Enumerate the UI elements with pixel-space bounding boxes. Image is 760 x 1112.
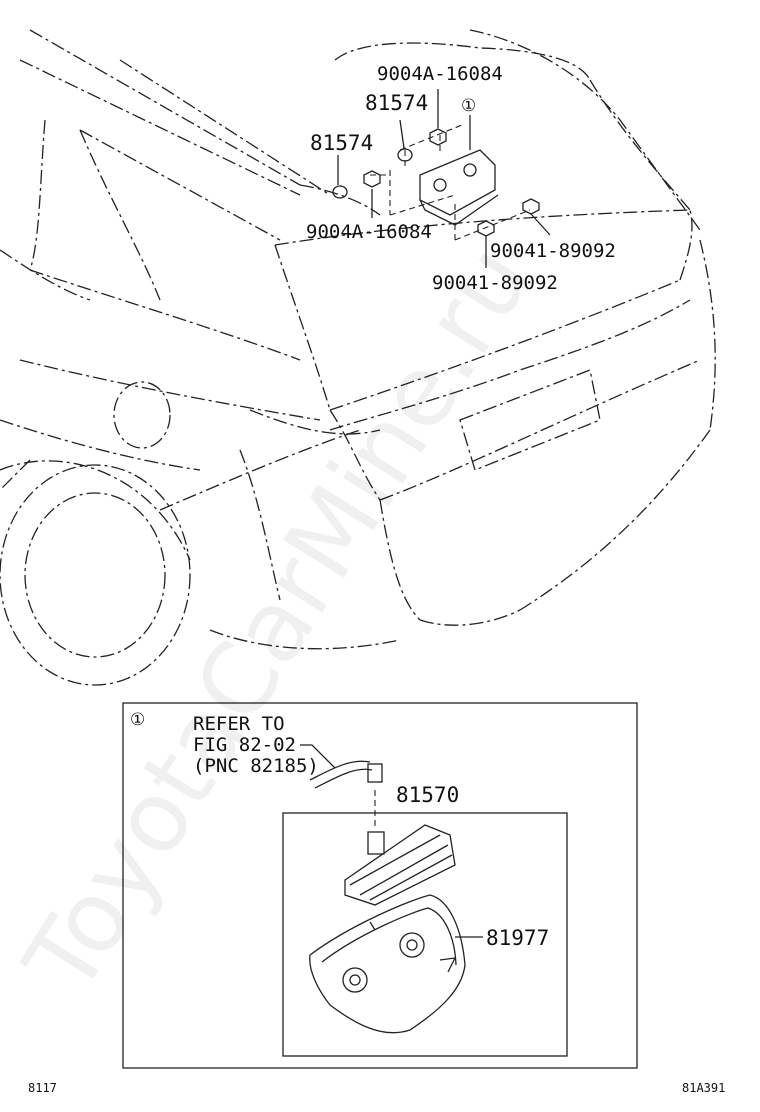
callout-marker-top: ① xyxy=(461,96,476,116)
detail-box xyxy=(122,702,638,1069)
refer-to-line1: REFER TO xyxy=(193,713,285,735)
watermark: ToyotaCarMine.ru xyxy=(3,226,554,1013)
screw-90041-right xyxy=(522,198,540,215)
label-81574-upper: 81574 xyxy=(365,91,428,115)
label-9004A-16084-bottom: 9004A-16084 xyxy=(306,221,432,243)
footer-page-code: 8117 xyxy=(28,1081,57,1095)
leader-lines-top xyxy=(337,89,551,268)
label-90041-89092-right: 90041-89092 xyxy=(490,240,616,262)
label-81570: 81570 xyxy=(396,783,459,807)
stop-lamp-top-assembly xyxy=(370,124,531,241)
label-81977: 81977 xyxy=(486,926,549,950)
label-81574-left: 81574 xyxy=(310,131,373,155)
nut-9004A-top xyxy=(429,128,447,146)
stop-lamp-81570 xyxy=(344,824,456,906)
vehicle-rear-outline xyxy=(0,29,716,686)
callout-marker-box: ① xyxy=(130,710,145,730)
cover-81977 xyxy=(309,894,466,1034)
label-90041-89092-bottom: 90041-89092 xyxy=(432,272,558,294)
refer-to-line3: (PNC 82185) xyxy=(193,755,319,777)
grommet-81574-upper xyxy=(397,148,413,162)
grommet-81574-left xyxy=(332,185,348,199)
label-9004A-16084-top: 9004A-16084 xyxy=(377,63,503,85)
footer-figure-code: 81A391 xyxy=(682,1081,725,1095)
nut-9004A-bottom xyxy=(363,170,381,188)
wire-harness xyxy=(309,760,383,830)
screw-90041-bottom xyxy=(477,220,495,237)
refer-to-line2: FIG 82-02 xyxy=(193,734,296,756)
